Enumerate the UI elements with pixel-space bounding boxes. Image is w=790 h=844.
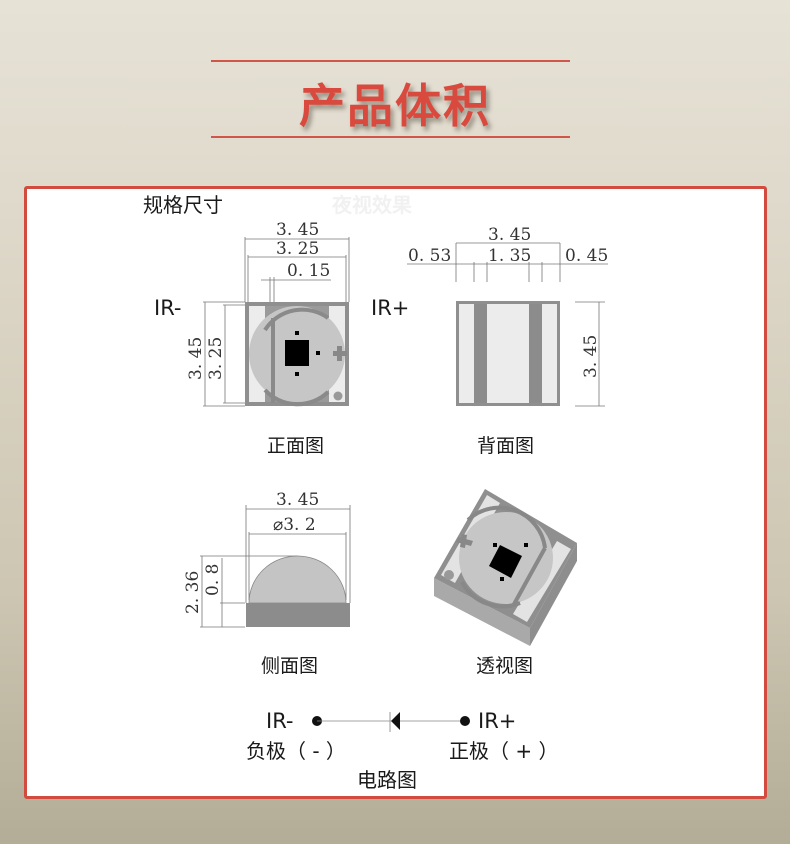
front-pin-label: IR- [154, 296, 182, 320]
back-dim-right-pad: 0. 45 [565, 246, 608, 266]
page-title: 产品体积 [299, 79, 491, 133]
right-terminal-dot [460, 716, 470, 726]
front-dim-gap: 0. 15 [287, 261, 330, 281]
back-dim-height: 3. 45 [581, 335, 601, 378]
section-label: 规格尺寸 [143, 193, 223, 217]
perspective-view-caption: 透视图 [476, 655, 533, 677]
title-rule-bottom [211, 136, 570, 138]
side-dim-lens-diameter: ⌀3. 2 [273, 515, 316, 535]
circuit-left-polarity: 负极（ - ） [246, 739, 346, 763]
side-dim-width: 3. 45 [276, 490, 319, 510]
circuit-caption: 电路图 [357, 768, 417, 792]
circuit-left-pin: IR- [266, 709, 294, 733]
title-rule-top [211, 60, 570, 62]
back-dim-left-pad: 0. 53 [408, 246, 451, 266]
perspective-view [434, 489, 577, 646]
circuit-diagram: IR- IR+ 负极（ - ） 正极（ + ） 电路图 [246, 709, 558, 792]
watermark: 夜视效果 [331, 193, 412, 217]
back-dim-center: 1. 35 [488, 246, 531, 266]
front-dim-height-outer: 3. 45 [186, 337, 206, 380]
side-view-caption: 侧面图 [261, 655, 318, 677]
side-dim-base-height: 0. 8 [203, 564, 223, 596]
front-dim-width-inner: 3. 25 [276, 239, 319, 259]
front-view: 3. 45 3. 25 0. 15 3. 45 3. 25 IR- [154, 220, 350, 407]
back-view-caption: 背面图 [477, 435, 534, 457]
front-view-caption: 正面图 [267, 435, 324, 457]
side-dim-total-height: 2. 36 [183, 571, 203, 614]
diode-symbol [391, 712, 400, 730]
front-dim-width-outer: 3. 45 [276, 220, 319, 240]
back-view: 3. 45 0. 53 1. 35 0. 45 3. 45 IR+ [371, 225, 608, 407]
spec-card [24, 186, 767, 799]
side-view: 3. 45 ⌀3. 2 2. 36 0. 8 [183, 490, 351, 628]
back-dim-width: 3. 45 [488, 225, 531, 245]
back-pin-label: IR+ [371, 296, 409, 320]
front-dim-height-inner: 3. 25 [206, 337, 226, 380]
circuit-right-polarity: 正极（ + ） [449, 739, 558, 763]
circuit-right-pin: IR+ [478, 709, 516, 733]
